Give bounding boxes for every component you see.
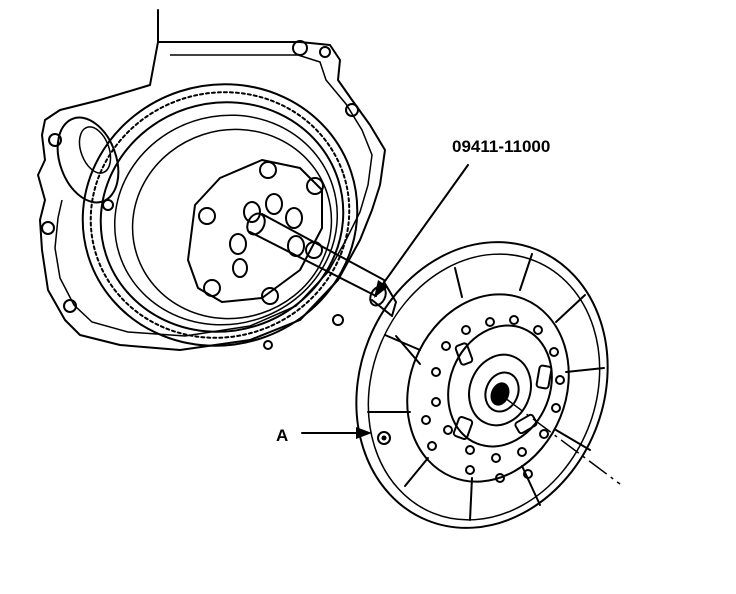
- disc-lining-edge: [367, 253, 601, 521]
- disc-hub-plate: [447, 324, 553, 448]
- disc-hub-bore: [490, 382, 510, 406]
- flywheel-rim-inner: [113, 114, 339, 326]
- disc-spring-windows: [452, 342, 553, 440]
- flywheel-hub-bolts: [198, 161, 324, 305]
- ring-gear-outer: [81, 83, 359, 347]
- tool-number-label: 09411-11000: [452, 137, 550, 156]
- flywheel-crank-holes: [229, 193, 305, 278]
- point-a-label: A: [276, 426, 288, 445]
- point-a-callout: A: [276, 426, 372, 445]
- housing-outline: [37, 41, 386, 351]
- flywheel-face: [131, 128, 333, 320]
- clutch-disc: [355, 241, 609, 529]
- tool-callout: 09411-11000: [374, 137, 550, 298]
- disc-hub-spline: [484, 371, 520, 413]
- flywheel-rim: [99, 101, 345, 333]
- flywheel: [81, 83, 359, 347]
- marked-rivet: [377, 431, 391, 445]
- disc-hub: [468, 353, 532, 427]
- housing-cavity-inner: [78, 126, 112, 174]
- alignment-tool-shaft: [246, 212, 397, 317]
- disc-outer-edge: [355, 241, 609, 529]
- disc-rivet-holes: [421, 315, 565, 483]
- flywheel-hub-plate: [187, 159, 323, 303]
- center-axis-line: [504, 397, 621, 485]
- ring-gear-teeth: [89, 91, 351, 339]
- housing-cavity: [56, 116, 120, 204]
